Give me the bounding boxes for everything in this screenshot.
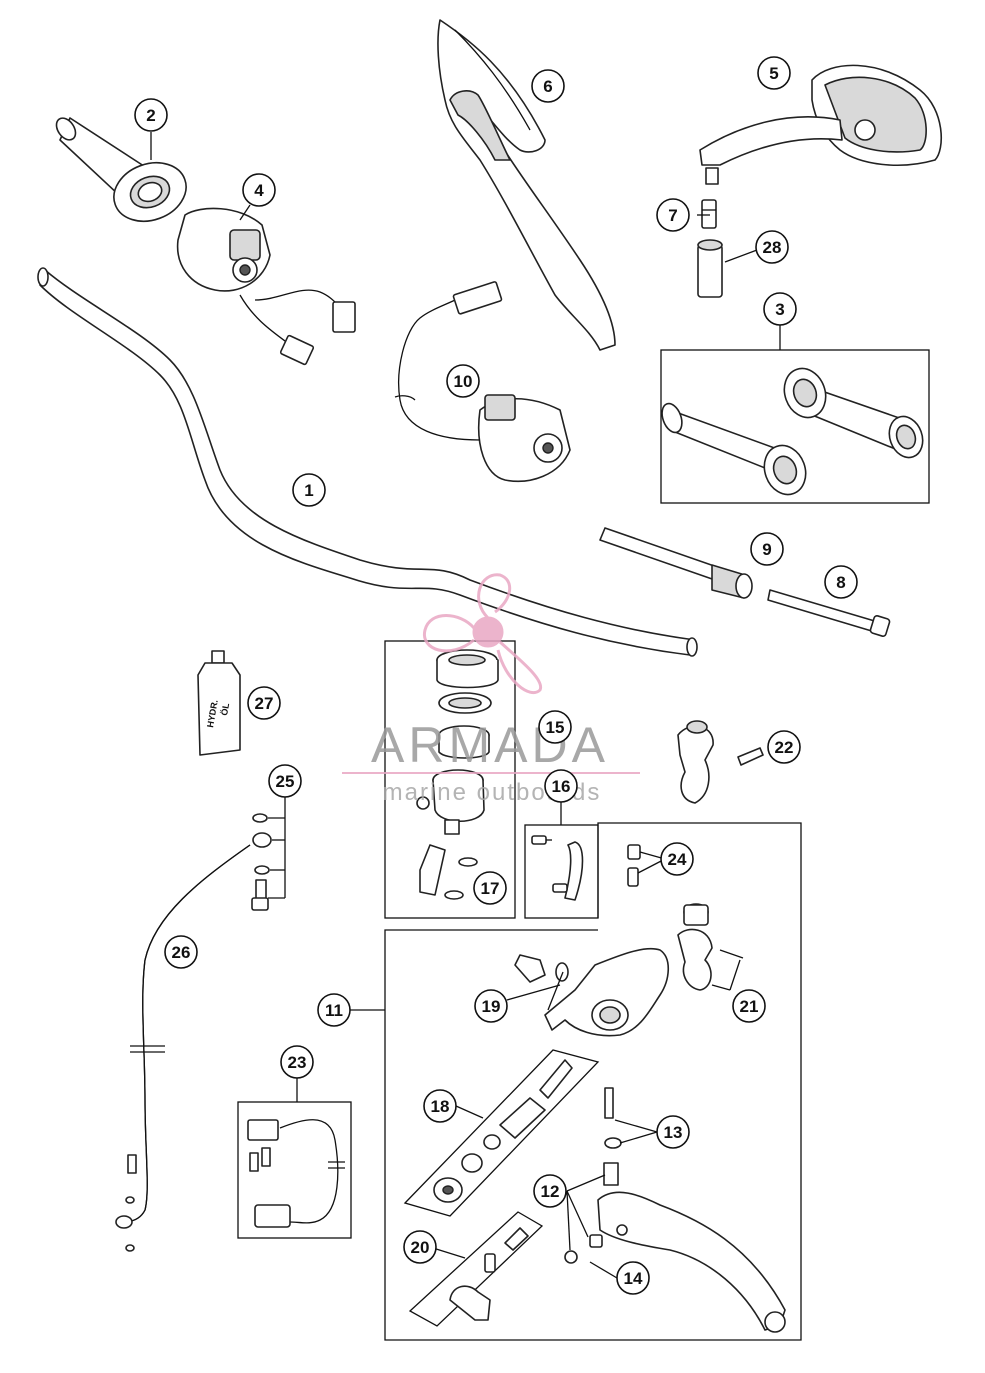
callout-16: 16 [544,769,578,803]
callout-28: 28 [755,230,789,264]
callout-9: 9 [750,532,784,566]
seal-kit [433,1059,573,1203]
svg-text:8: 8 [836,573,845,592]
svg-text:21: 21 [740,997,759,1016]
svg-text:16: 16 [552,777,571,796]
callout-10: 10 [446,364,480,398]
callout-27: 27 [247,686,281,720]
callout-7: 7 [656,198,690,232]
callout-24: 24 [660,842,694,876]
svg-text:25: 25 [276,772,295,791]
callout-1: 1 [292,473,326,507]
svg-text:12: 12 [541,1182,560,1201]
leader-lines [150,132,781,1279]
svg-text:19: 19 [482,997,501,1016]
pin-kit-box [408,1211,544,1327]
callout-25: 25 [268,764,302,798]
handlebar [37,267,698,657]
callout-26: 26 [164,935,198,969]
svg-text:9: 9 [762,540,771,559]
banjo-parts [251,813,272,911]
svg-text:7: 7 [668,206,677,225]
callout-6: 6 [531,69,565,103]
svg-text:10: 10 [454,372,473,391]
left-switch-unit [176,207,356,366]
callout-19: 19 [474,989,508,1023]
svg-text:27: 27 [255,694,274,713]
bar-end-screw [767,589,891,637]
svg-text:1: 1 [304,481,313,500]
pin-kit [449,1227,529,1321]
watermark: ARMADA marine outboards [342,573,640,806]
svg-text:22: 22 [775,738,794,757]
callout-15: 15 [538,710,572,744]
watermark-brand: ARMADA [371,717,609,773]
callout-14: 14 [616,1261,650,1295]
callout-20: 20 [403,1230,437,1264]
brake-hose [115,844,251,1252]
right-switch-unit [394,281,571,482]
svg-text:28: 28 [763,238,782,257]
svg-text:4: 4 [254,181,264,200]
watermark-logo [423,573,543,694]
svg-text:20: 20 [411,1238,430,1257]
callout-12: 12 [533,1174,567,1208]
callout-2: 2 [134,98,168,132]
callout-5: 5 [757,56,791,90]
mirror-nut [697,239,723,298]
bottle-label-line2: ÖL [219,702,231,717]
clamp-22 [677,720,764,804]
callout-8: 8 [824,565,858,599]
brake-lever [564,1087,786,1333]
reservoir-box [384,640,516,919]
callout-23: 23 [280,1045,314,1079]
bottle-label-line1: HYDR. [205,699,220,728]
reservoir-parts [416,649,499,900]
svg-text:18: 18 [431,1097,450,1116]
screws-24 [627,844,641,887]
callout-13: 13 [656,1115,690,1149]
brake-switch-wiring [247,1119,345,1228]
bar-end-weight [599,527,753,599]
callout-21: 21 [732,989,766,1023]
svg-text:13: 13 [664,1123,683,1142]
callout-11: 11 [317,993,351,1027]
svg-text:26: 26 [172,943,191,962]
mirror [699,64,943,185]
svg-text:3: 3 [775,300,784,319]
handguard [437,19,616,351]
svg-text:5: 5 [769,64,778,83]
svg-text:17: 17 [481,879,500,898]
svg-text:11: 11 [325,1001,343,1020]
grips-set [661,367,924,496]
mirror-adapter [701,199,717,229]
svg-text:15: 15 [546,718,565,737]
master-cylinder-box [384,822,802,1341]
svg-text:23: 23 [288,1053,307,1072]
wiring-box [237,1101,352,1239]
grips-box [660,349,930,504]
svg-text:6: 6 [543,77,552,96]
master-cylinder [514,903,744,1037]
callout-17: 17 [473,871,507,905]
svg-text:2: 2 [146,106,155,125]
seal-kit-box [403,1049,600,1217]
callout-3: 3 [763,292,797,326]
callout-22: 22 [767,730,801,764]
left-grip [55,117,187,222]
bracket-16 [531,835,584,901]
hydraulic-oil-bottle: HYDR. ÖL [197,650,241,756]
svg-text:14: 14 [624,1269,643,1288]
svg-text:24: 24 [668,850,687,869]
callout-4: 4 [242,173,276,207]
callout-18: 18 [423,1089,457,1123]
